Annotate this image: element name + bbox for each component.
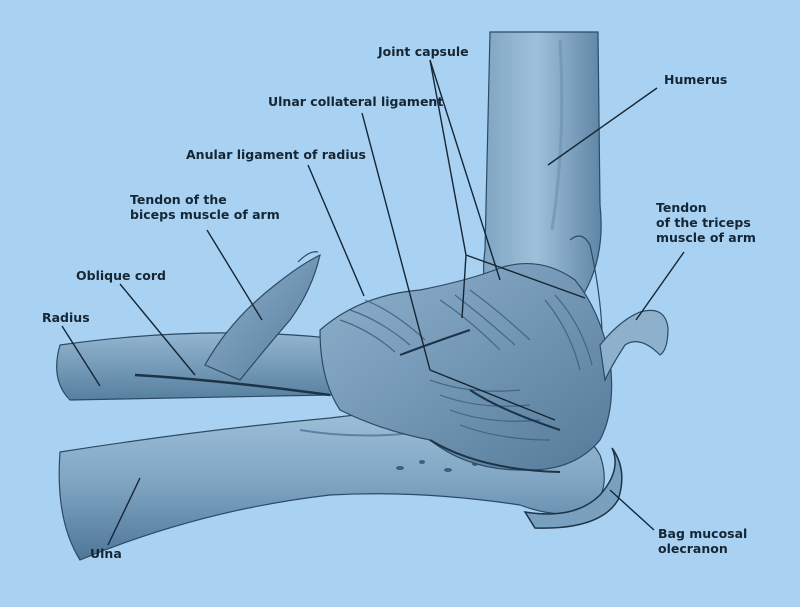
- leader-radius: [61, 325, 101, 387]
- leader-anular-ligament: [307, 164, 365, 297]
- label-joint-capsule: Joint capsule: [378, 44, 469, 59]
- label-biceps-tendon: Tendon of the biceps muscle of arm: [130, 192, 280, 222]
- leader-ulnar-collateral: [361, 112, 431, 371]
- label-triceps-tendon-line1: Tendon: [656, 200, 707, 215]
- label-triceps-tendon-line3: muscle of arm: [656, 230, 756, 245]
- leader-bursa: [609, 489, 655, 531]
- oblique-cord: [134, 373, 331, 397]
- label-ulnar-collateral-ligament: Ulnar collateral ligament: [268, 94, 444, 109]
- label-olecranon-bursa: Bag mucosal olecranon: [658, 526, 747, 556]
- olecranon-bursa: [523, 447, 623, 529]
- triceps-tendon: [569, 235, 669, 383]
- label-triceps-tendon-line2: of the triceps: [656, 215, 751, 230]
- label-olecranon-bursa-line2: olecranon: [658, 541, 728, 556]
- leader-ulna: [107, 477, 141, 546]
- leader-oblique-cord: [119, 283, 196, 376]
- label-ulna: Ulna: [90, 546, 122, 561]
- leader-joint-capsule: [429, 59, 467, 256]
- label-olecranon-bursa-line1: Bag mucosal: [658, 526, 748, 541]
- label-anular-ligament: Anular ligament of radius: [186, 147, 366, 162]
- biceps-tendon: [204, 251, 321, 381]
- label-triceps-tendon: Tendon of the triceps muscle of arm: [656, 200, 756, 245]
- leader-triceps-tendon: [635, 251, 685, 321]
- label-humerus: Humerus: [664, 72, 728, 87]
- label-biceps-tendon-line1: Tendon of the: [130, 192, 227, 207]
- joint-capsule-shape: [319, 263, 613, 473]
- label-oblique-cord: Oblique cord: [76, 268, 166, 283]
- leader-biceps-tendon: [206, 229, 263, 321]
- label-radius: Radius: [42, 310, 90, 325]
- leader-lines: [61, 59, 685, 546]
- label-biceps-tendon-line2: biceps muscle of arm: [130, 207, 280, 222]
- leader-humerus: [547, 87, 658, 166]
